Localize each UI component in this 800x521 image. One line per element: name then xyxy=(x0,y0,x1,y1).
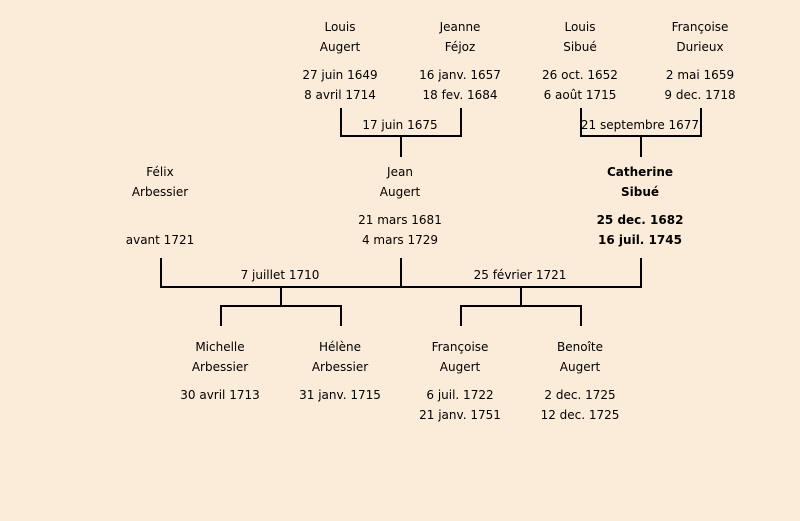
last-name: Augert xyxy=(319,40,361,54)
first-name: Jeanne xyxy=(439,20,481,34)
last-name: Arbessier xyxy=(311,360,369,374)
death-date: 6 août 1715 xyxy=(543,88,617,102)
connector-line xyxy=(400,258,402,288)
connector-line xyxy=(580,108,582,137)
first-name: Michelle xyxy=(195,340,245,354)
death-date: avant 1721 xyxy=(125,233,195,247)
marriage-date: 17 juin 1675 xyxy=(362,118,438,132)
death-date: 18 fev. 1684 xyxy=(422,88,498,102)
marriage-date: 25 février 1721 xyxy=(473,268,567,282)
connector-line xyxy=(280,286,282,306)
connector-line xyxy=(220,305,342,307)
birth-date: 16 janv. 1657 xyxy=(419,68,501,82)
first-name: Françoise xyxy=(431,340,489,354)
last-name: Augert xyxy=(439,360,481,374)
birth-date: 30 avril 1713 xyxy=(180,388,260,402)
birth-date: 26 oct. 1652 xyxy=(542,68,618,82)
death-date: 8 avril 1714 xyxy=(304,88,376,102)
connector-line xyxy=(160,258,162,288)
first-name: Françoise xyxy=(671,20,729,34)
death-date: 4 mars 1729 xyxy=(361,233,439,247)
connector-line xyxy=(640,258,642,288)
connector-line xyxy=(460,305,462,326)
first-name: Catherine xyxy=(606,165,674,179)
death-date: 9 dec. 1718 xyxy=(664,88,736,102)
connector-line xyxy=(220,305,222,326)
connector-line xyxy=(460,108,462,137)
last-name: Sibué xyxy=(620,185,660,199)
first-name: Benoîte xyxy=(557,340,603,354)
birth-date: 2 mai 1659 xyxy=(665,68,735,82)
connector-line xyxy=(160,286,642,288)
birth-date: 31 janv. 1715 xyxy=(299,388,381,402)
first-name: Louis xyxy=(324,20,356,34)
last-name: Féjoz xyxy=(444,40,476,54)
connector-line xyxy=(580,305,582,326)
connector-line xyxy=(400,135,402,157)
birth-date: 21 mars 1681 xyxy=(358,213,442,227)
connector-line xyxy=(340,108,342,137)
birth-date: 2 dec. 1725 xyxy=(544,388,616,402)
last-name: Augert xyxy=(379,185,421,199)
first-name: Félix xyxy=(146,165,174,179)
last-name: Sibué xyxy=(563,40,597,54)
marriage-date: 7 juillet 1710 xyxy=(240,268,320,282)
birth-date: 25 dec. 1682 xyxy=(596,213,684,227)
death-date: 21 janv. 1751 xyxy=(419,408,501,422)
marriage-date: 21 septembre 1677 xyxy=(580,118,700,132)
first-name: Louis xyxy=(564,20,596,34)
last-name: Arbessier xyxy=(131,185,189,199)
death-date: 12 dec. 1725 xyxy=(540,408,620,422)
connector-line xyxy=(640,135,642,157)
first-name: Hélène xyxy=(318,340,362,354)
birth-date: 27 juin 1649 xyxy=(302,68,378,82)
connector-line xyxy=(340,305,342,326)
death-date: 16 juil. 1745 xyxy=(598,233,682,247)
last-name: Durieux xyxy=(676,40,724,54)
last-name: Augert xyxy=(559,360,601,374)
first-name: Jean xyxy=(387,165,413,179)
last-name: Arbessier xyxy=(191,360,249,374)
connector-line xyxy=(520,286,522,306)
birth-date: 6 juil. 1722 xyxy=(426,388,494,402)
connector-line xyxy=(700,108,702,137)
connector-line xyxy=(460,305,582,307)
